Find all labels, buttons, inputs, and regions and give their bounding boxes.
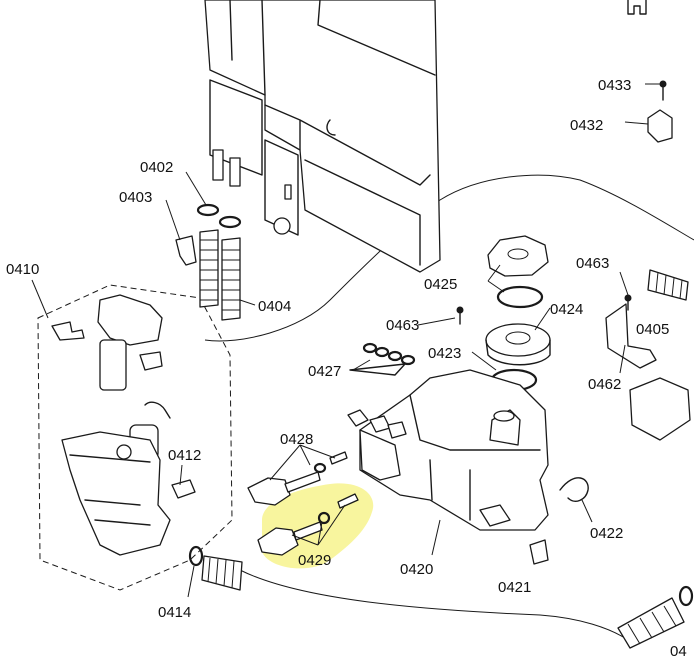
label-0422: 0422 [590, 525, 623, 542]
group-0410-parts [51, 294, 196, 556]
door-panel-assembly [204, 0, 441, 273]
leader-0410 [31, 279, 49, 319]
group-0410-outline [37, 284, 233, 591]
label-0427: 0427 [308, 363, 341, 380]
clip-0421 [529, 539, 549, 565]
part-0432 [647, 109, 673, 143]
label-04-edge: 04 [670, 643, 687, 660]
label-0404: 0404 [258, 298, 291, 315]
bracket-0462 [605, 303, 691, 441]
o-rings-0427 [349, 342, 416, 376]
flange-0424 [485, 323, 551, 366]
label-0420: 0420 [400, 561, 433, 578]
hose-springs-0404 [175, 203, 242, 321]
hose-bottom-right [617, 585, 694, 649]
hose-0414 [188, 545, 243, 591]
spring-clip-0422 [559, 477, 589, 502]
hose-0405 [647, 269, 689, 301]
label-0432: 0432 [570, 117, 603, 134]
label-0463-mid: 0463 [386, 317, 419, 334]
label-0428: 0428 [280, 431, 313, 448]
label-0414: 0414 [158, 604, 191, 621]
screw-0433 [659, 80, 667, 101]
cap-0425 [487, 235, 549, 277]
label-0425: 0425 [424, 276, 457, 293]
label-0402: 0402 [140, 159, 173, 176]
label-0433: 0433 [598, 77, 631, 94]
leader-lines [165, 83, 660, 598]
tub-outline-curve [204, 174, 694, 342]
label-0421: 0421 [498, 579, 531, 596]
valve-0428 [247, 451, 348, 506]
top-corner-mark [627, 0, 647, 15]
screw-0463 [456, 294, 632, 325]
label-0410: 0410 [6, 261, 39, 278]
label-0429: 0429 [298, 552, 331, 569]
label-0423: 0423 [428, 345, 461, 362]
seal-ring-0425 [496, 285, 544, 309]
label-0424: 0424 [550, 301, 583, 318]
label-0463-top: 0463 [576, 255, 609, 272]
label-0405: 0405 [636, 321, 669, 338]
lower-outline-curve [239, 569, 629, 641]
housing-0420 [347, 369, 549, 531]
label-0412: 0412 [168, 447, 201, 464]
label-0403: 0403 [119, 189, 152, 206]
valve-0429 [257, 493, 359, 556]
label-0462: 0462 [588, 376, 621, 393]
